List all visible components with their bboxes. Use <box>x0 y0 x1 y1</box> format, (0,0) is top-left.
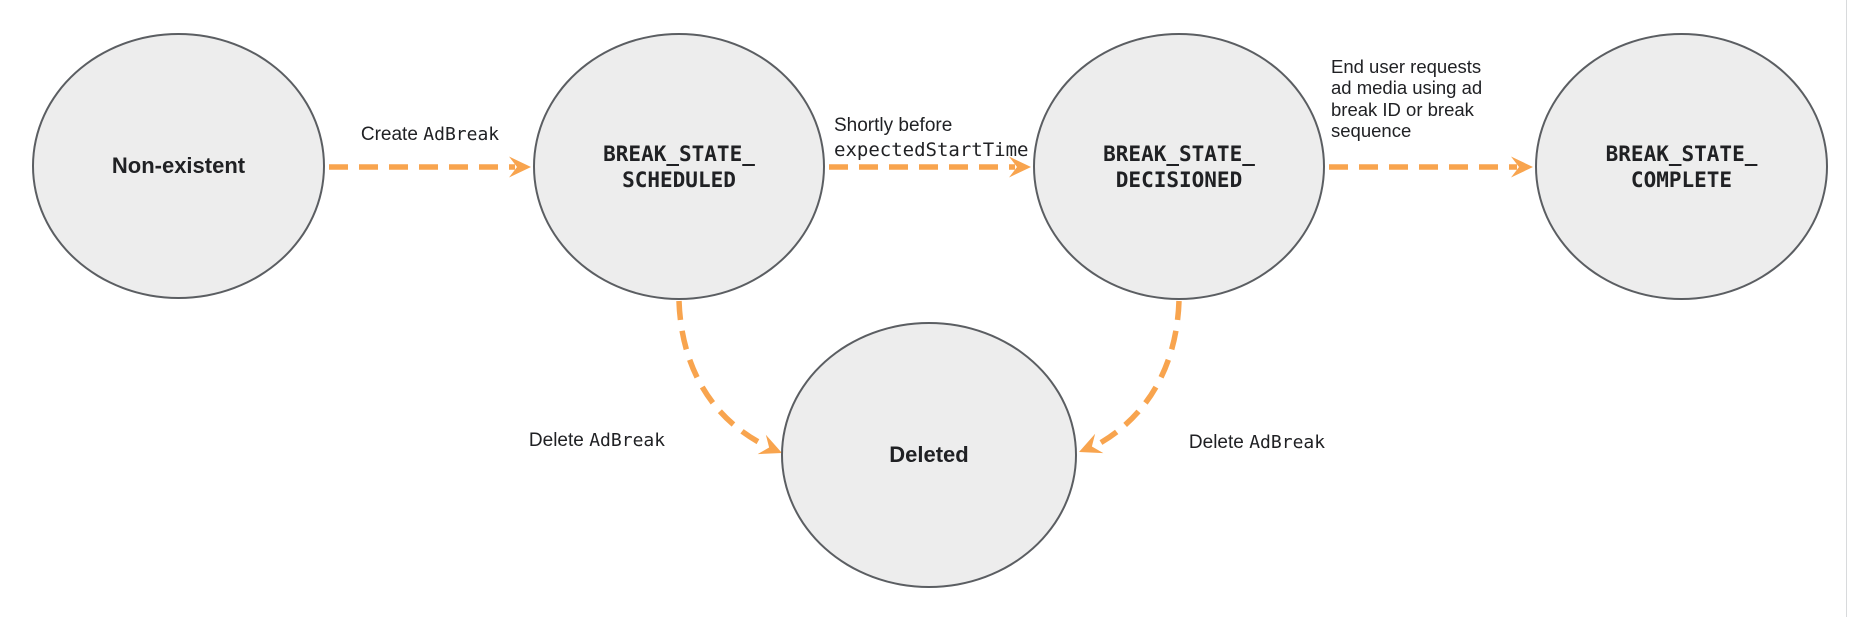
state-label: BREAK_STATE_ SCHEDULED <box>603 141 755 192</box>
arrowhead-icon <box>509 156 531 178</box>
transition-label-code: AdBreak <box>589 430 666 451</box>
state-circle-break-state-decisioned: BREAK_STATE_ DECISIONED <box>1033 33 1325 300</box>
arrow-delete-from-scheduled <box>676 300 768 449</box>
state-circle-break-state-scheduled: BREAK_STATE_ SCHEDULED <box>533 33 825 300</box>
transition-label-text: Shortly before <box>834 115 953 136</box>
state-label: Deleted <box>889 442 969 467</box>
page-edge-divider <box>1846 0 1847 617</box>
state-label: Non-existent <box>111 153 246 178</box>
transition-label-text: Delete <box>1188 432 1244 453</box>
transition-label-text: Create <box>360 124 418 145</box>
state-label: BREAK_STATE_ COMPLETE <box>1605 141 1758 192</box>
state-circle-deleted: Deleted <box>781 322 1077 588</box>
arrow-delete-from-decisioned <box>1091 300 1182 450</box>
transition-label-code: AdBreak <box>1249 432 1326 453</box>
arrowhead-icon <box>1009 156 1031 178</box>
state-circle-non-existent: Non-existent <box>32 33 325 299</box>
transition-label-code: AdBreak <box>423 124 500 145</box>
transition-label-code: expectedStartTime <box>834 139 1029 161</box>
state-circle-break-state-complete: BREAK_STATE_ COMPLETE <box>1535 33 1828 300</box>
transition-label-text: Delete <box>528 430 584 451</box>
arrowhead-icon <box>757 434 782 455</box>
arrowhead-icon <box>1079 433 1104 454</box>
transition-label-text: End user requests ad media using ad brea… <box>1331 55 1483 142</box>
transition-label-end-user-requests: End user requests ad media using ad brea… <box>1331 34 1501 142</box>
state-label: BREAK_STATE_ DECISIONED <box>1103 141 1255 192</box>
transition-label-shortly-before: Shortly before expectedStartTime <box>834 88 1028 188</box>
arrowhead-icon <box>1511 156 1533 178</box>
